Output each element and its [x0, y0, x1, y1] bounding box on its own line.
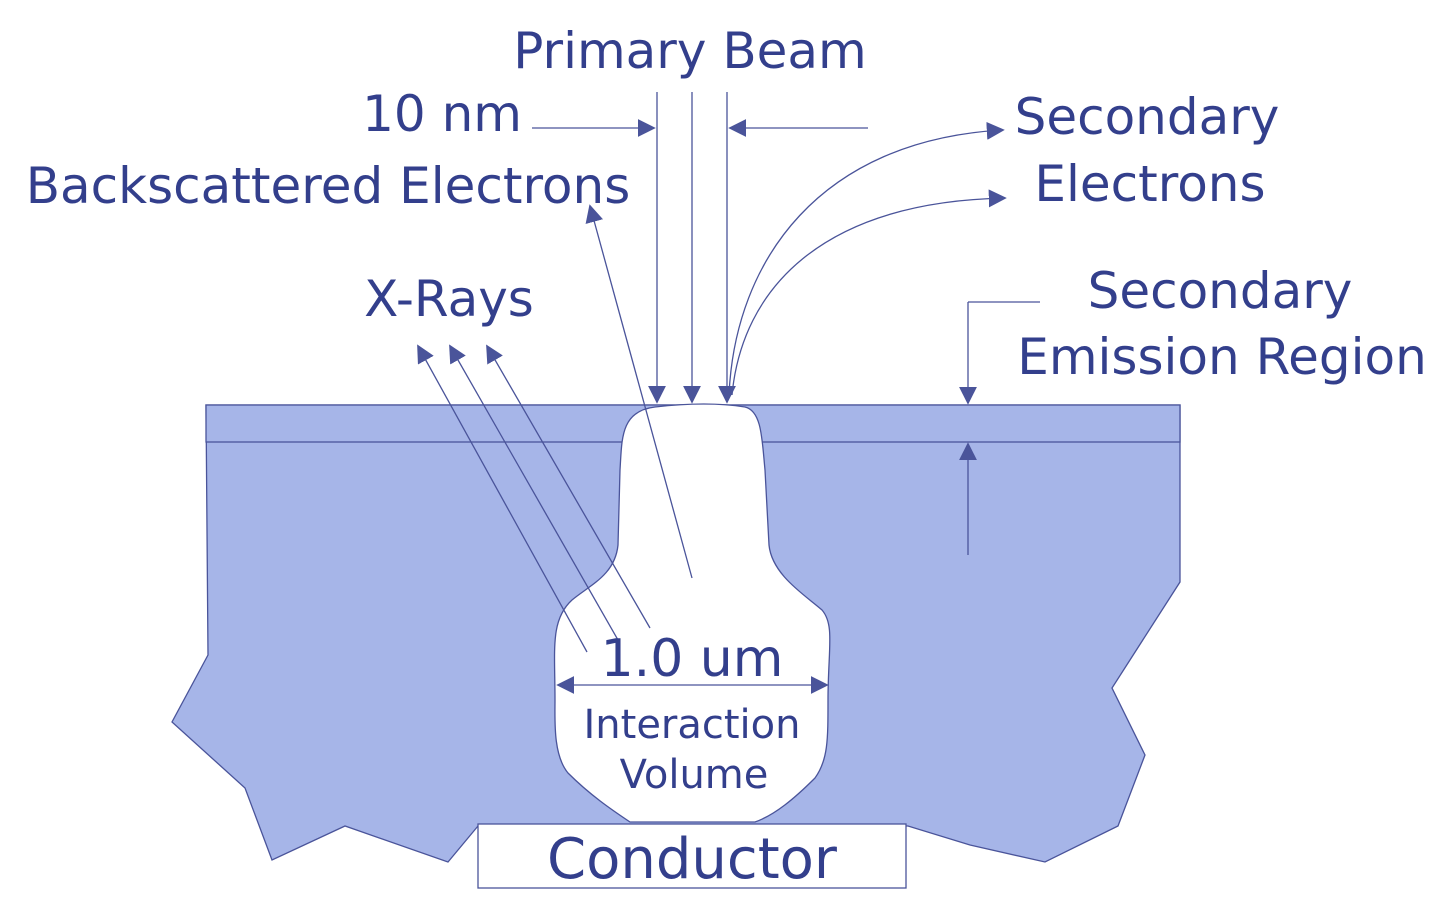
- primary-beam-label: Primary Beam: [513, 22, 867, 80]
- interaction-volume-label-line1: Interaction: [583, 702, 800, 748]
- secondary-electron-curve-1: [729, 130, 1003, 395]
- secondary-electrons-label-line2: Electrons: [1034, 155, 1265, 213]
- secondary-electrons-label-line1: Secondary: [1015, 88, 1280, 146]
- backscattered-electrons-label: Backscattered Electrons: [26, 157, 631, 215]
- xrays-label: X-Rays: [364, 270, 534, 328]
- secondary-electron-curve-2: [732, 198, 1005, 395]
- emission-region-label-line1: Secondary: [1088, 262, 1353, 320]
- conductor-label: Conductor: [547, 827, 838, 892]
- interaction-width-label: 1.0 um: [601, 629, 784, 689]
- beam-width-label: 10 nm: [362, 85, 522, 143]
- emission-region-label-line2: Emission Region: [1017, 328, 1427, 386]
- interaction-volume-label-line2: Volume: [620, 752, 769, 798]
